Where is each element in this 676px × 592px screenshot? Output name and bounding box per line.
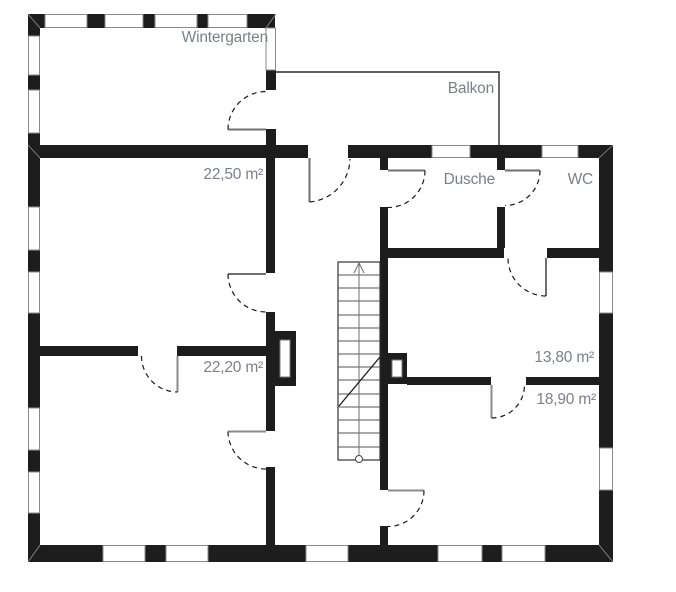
area-label-22-20: 22,20 m²	[203, 359, 263, 376]
exterior-walls	[28, 14, 613, 562]
chimney-blocks	[272, 331, 407, 386]
exterior-door-openings	[308, 144, 348, 159]
door-room-22-50	[227, 273, 267, 313]
door-wc	[504, 169, 541, 207]
door-right-divider	[490, 384, 526, 419]
stair-direction-line	[353, 261, 365, 463]
room-label-balkon: Balkon	[447, 80, 494, 97]
door-dusche	[387, 169, 426, 209]
room-label-dusche: Dusche	[443, 171, 496, 188]
door-balcony	[308, 158, 351, 203]
area-label-13-80: 13,80 m²	[534, 349, 594, 366]
door-left-divider	[140, 355, 179, 393]
area-label-18-90: 18,90 m²	[536, 391, 596, 408]
doors	[140, 90, 547, 528]
door-room-22-20	[227, 430, 267, 470]
staircase	[337, 261, 381, 463]
area-label-22-50: 22,50 m²	[203, 166, 263, 183]
door-room-18-90	[387, 489, 425, 528]
room-label-wintergarten: Wintergarten	[181, 29, 269, 46]
corner-miters	[27, 13, 614, 563]
interior-walls	[40, 158, 599, 545]
stair-break-line	[338, 356, 381, 407]
windows	[28, 14, 613, 562]
door-room-13-80	[507, 257, 547, 297]
door-wintergarten	[227, 90, 267, 131]
balcony-outline	[276, 71, 500, 145]
room-label-wc: WC	[567, 171, 594, 188]
